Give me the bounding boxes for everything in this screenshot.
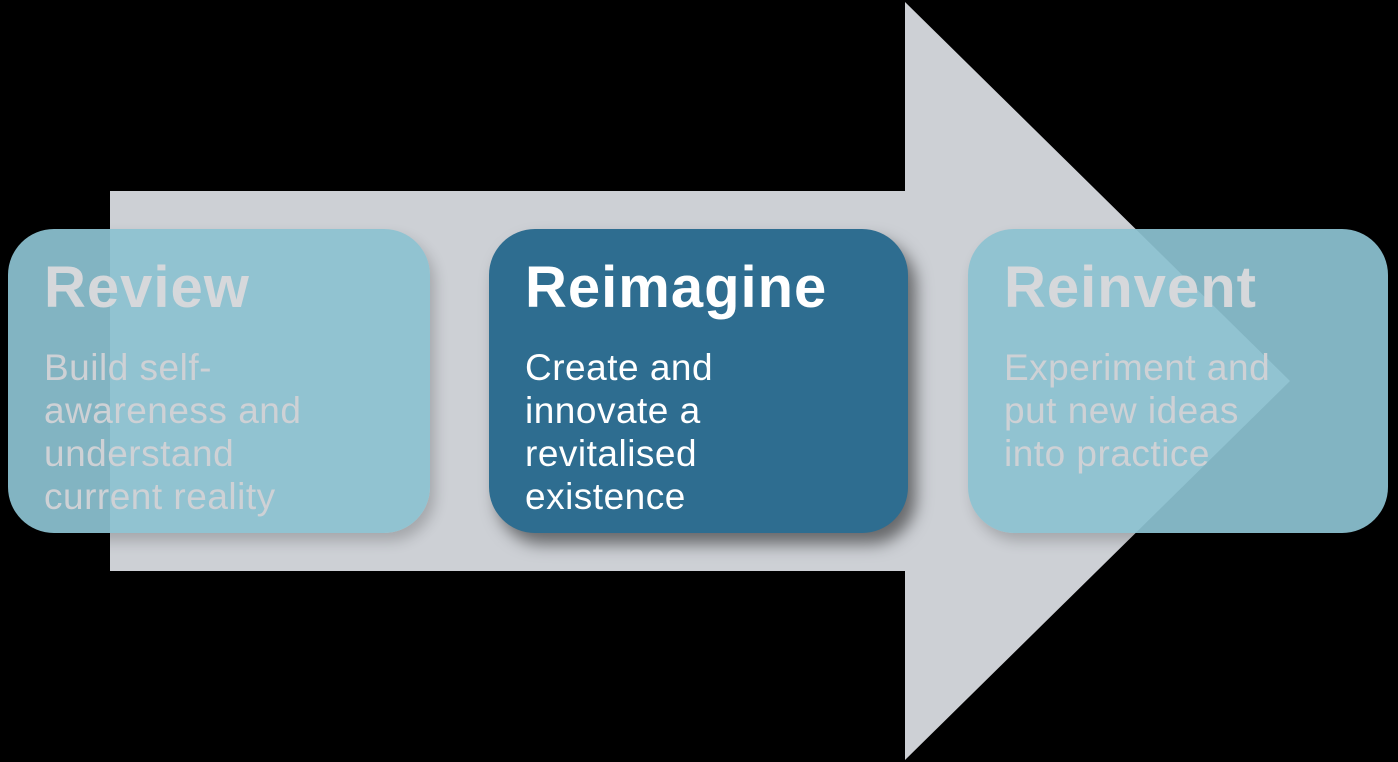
- card-description-reinvent: Experiment and put new ideas into practi…: [1004, 346, 1271, 474]
- card-description-review: Build self- awareness and understand cur…: [44, 346, 302, 517]
- card-title-reimagine: Reimagine: [525, 255, 828, 320]
- card-description-reimagine: Create and innovate a revitalised existe…: [525, 346, 714, 517]
- stage-card-reimagine: Reimagine Create and innovate a revitali…: [489, 229, 908, 533]
- stage-card-reinvent: Reinvent Experiment and put new ideas in…: [968, 229, 1388, 533]
- card-title-reinvent: Reinvent: [1004, 255, 1257, 320]
- card-title-review: Review: [44, 255, 250, 320]
- stage-card-review: Review Build self- awareness and underst…: [8, 229, 430, 533]
